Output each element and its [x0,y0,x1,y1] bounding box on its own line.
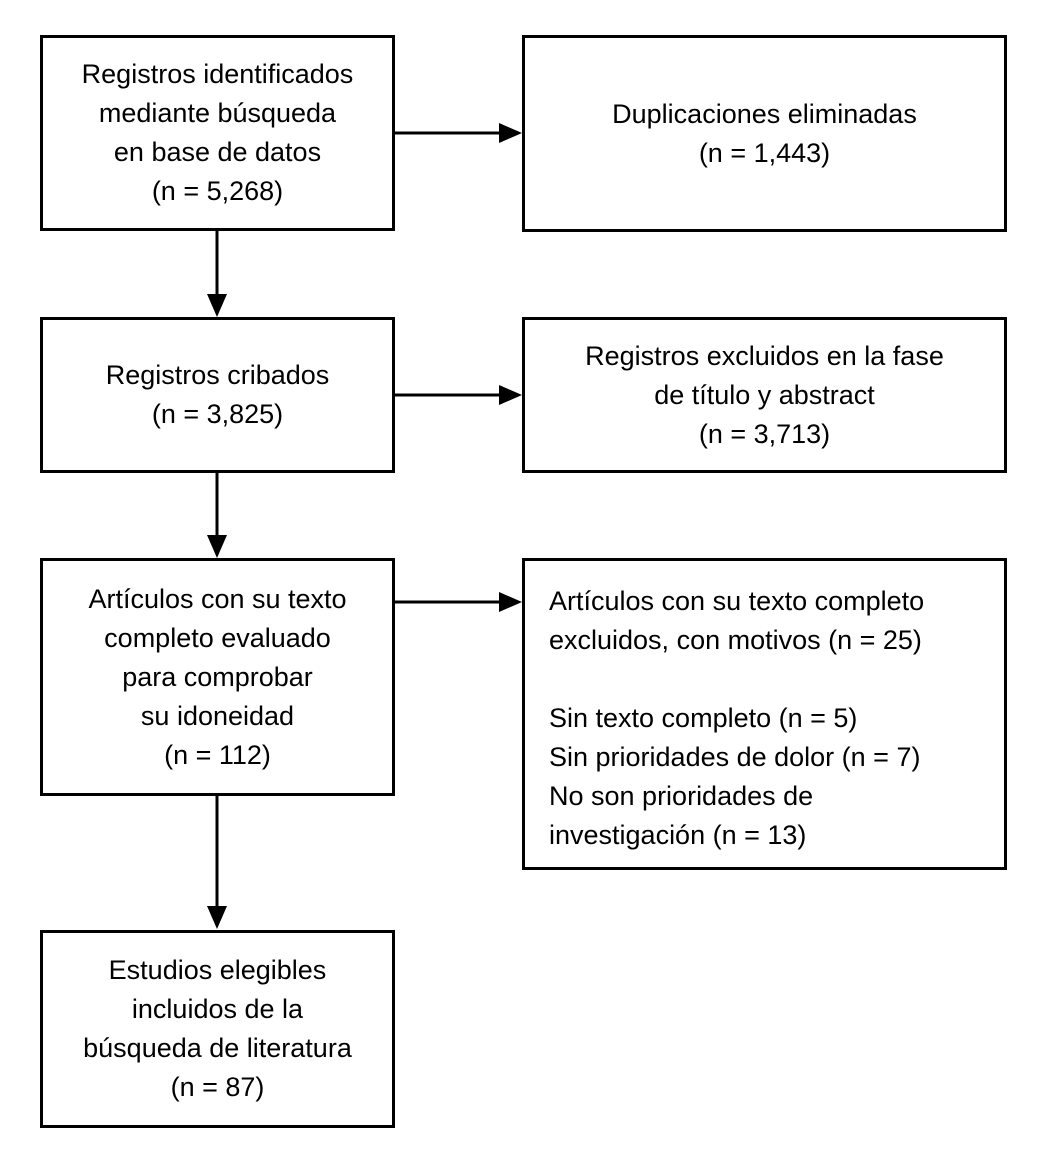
arrow-screened-to-excluded [395,385,522,405]
box-duplicates-removed: Duplicaciones eliminadas (n = 1,443) [522,35,1007,232]
records-screened-text: Registros cribados (n = 3,825) [105,360,330,429]
box-excluded-title-abstract: Registros excluidos en la fase de título… [522,317,1007,473]
box-records-screened: Registros cribados (n = 3,825) [40,317,395,473]
box-fulltext-excluded: Artículos con su texto completo excluido… [522,558,1007,870]
arrow-screened-to-assessed [207,473,227,558]
arrow-assessed-to-excluded [395,592,522,612]
arrow-assessed-to-included [207,796,227,929]
box-fulltext-assessed: Artículos con su texto completo evaluado… [40,558,395,796]
box-records-identified: Registros identificados mediante búsqued… [40,35,395,231]
studies-included-text: Estudios elegibles incluidos de la búsqu… [83,955,352,1102]
box-studies-included: Estudios elegibles incluidos de la búsqu… [40,930,395,1128]
fulltext-assessed-text: Artículos con su texto completo evaluado… [88,583,347,770]
arrow-identified-to-duplicates [395,123,522,143]
duplicates-removed-text: Duplicaciones eliminadas (n = 1,443) [612,98,917,168]
fulltext-excluded-text: Artículos con su texto completo excluido… [549,586,925,850]
excluded-title-abstract-text: Registros excluidos en la fase de título… [585,340,944,449]
arrow-identified-to-screened [207,231,227,317]
records-identified-text: Registros identificados mediante búsqued… [81,59,354,206]
